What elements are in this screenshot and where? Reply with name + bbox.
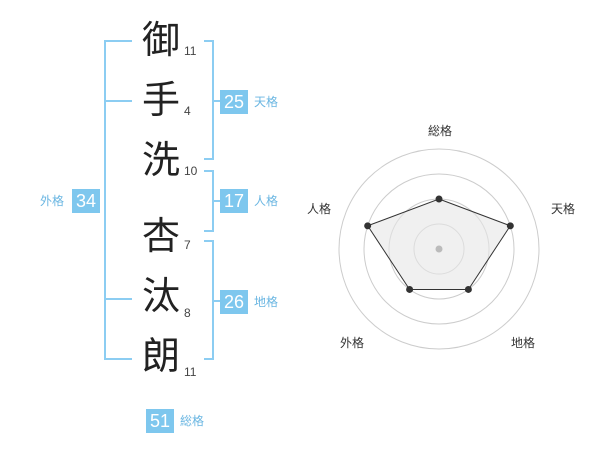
radar-point-3 (406, 285, 414, 293)
axis-label-jinkaku: 人格 (307, 202, 332, 216)
stroke-count-4: 7 (184, 238, 191, 252)
stroke-count-3: 10 (184, 164, 198, 178)
radar-point-2 (464, 285, 472, 293)
jinkaku-score: 17 (220, 189, 248, 213)
name-character-4: 杏 (141, 214, 180, 258)
chikaku-score: 26 (220, 290, 248, 314)
radar-series-polygon (366, 198, 512, 290)
jinkaku-label: 人格 (254, 194, 279, 208)
gaikaku-label: 外格 (40, 194, 65, 208)
radar-point-4 (364, 222, 372, 230)
name-character-1: 御 (141, 18, 180, 62)
radar-ring-3 (363, 173, 515, 325)
name-character-6: 朗 (141, 334, 180, 378)
name-character-2: 手 (141, 78, 180, 122)
gaikaku-score: 34 (72, 189, 100, 213)
radar-point-0 (435, 195, 443, 203)
tenkaku-label: 天格 (254, 95, 279, 109)
soukaku-score: 51 (146, 409, 174, 433)
axis-label-chikaku: 地格 (511, 336, 536, 350)
stroke-count-2: 4 (184, 104, 191, 118)
axis-label-soukaku: 総格 (428, 124, 453, 138)
soukaku-label: 総格 (180, 414, 205, 428)
name-character-5: 汰 (141, 274, 180, 318)
tenkaku-score: 25 (220, 90, 248, 114)
chikaku-label: 地格 (254, 295, 279, 309)
radar-center-dot (435, 245, 443, 253)
radar-point-1 (506, 222, 514, 230)
name-character-3: 洗 (141, 138, 180, 182)
stroke-count-1: 11 (184, 44, 197, 58)
axis-label-gaikaku: 外格 (340, 336, 365, 350)
stroke-count-5: 8 (184, 306, 191, 320)
axis-label-tenkaku: 天格 (551, 202, 576, 216)
radar-ring-4 (338, 148, 540, 350)
stroke-count-6: 11 (184, 365, 197, 379)
